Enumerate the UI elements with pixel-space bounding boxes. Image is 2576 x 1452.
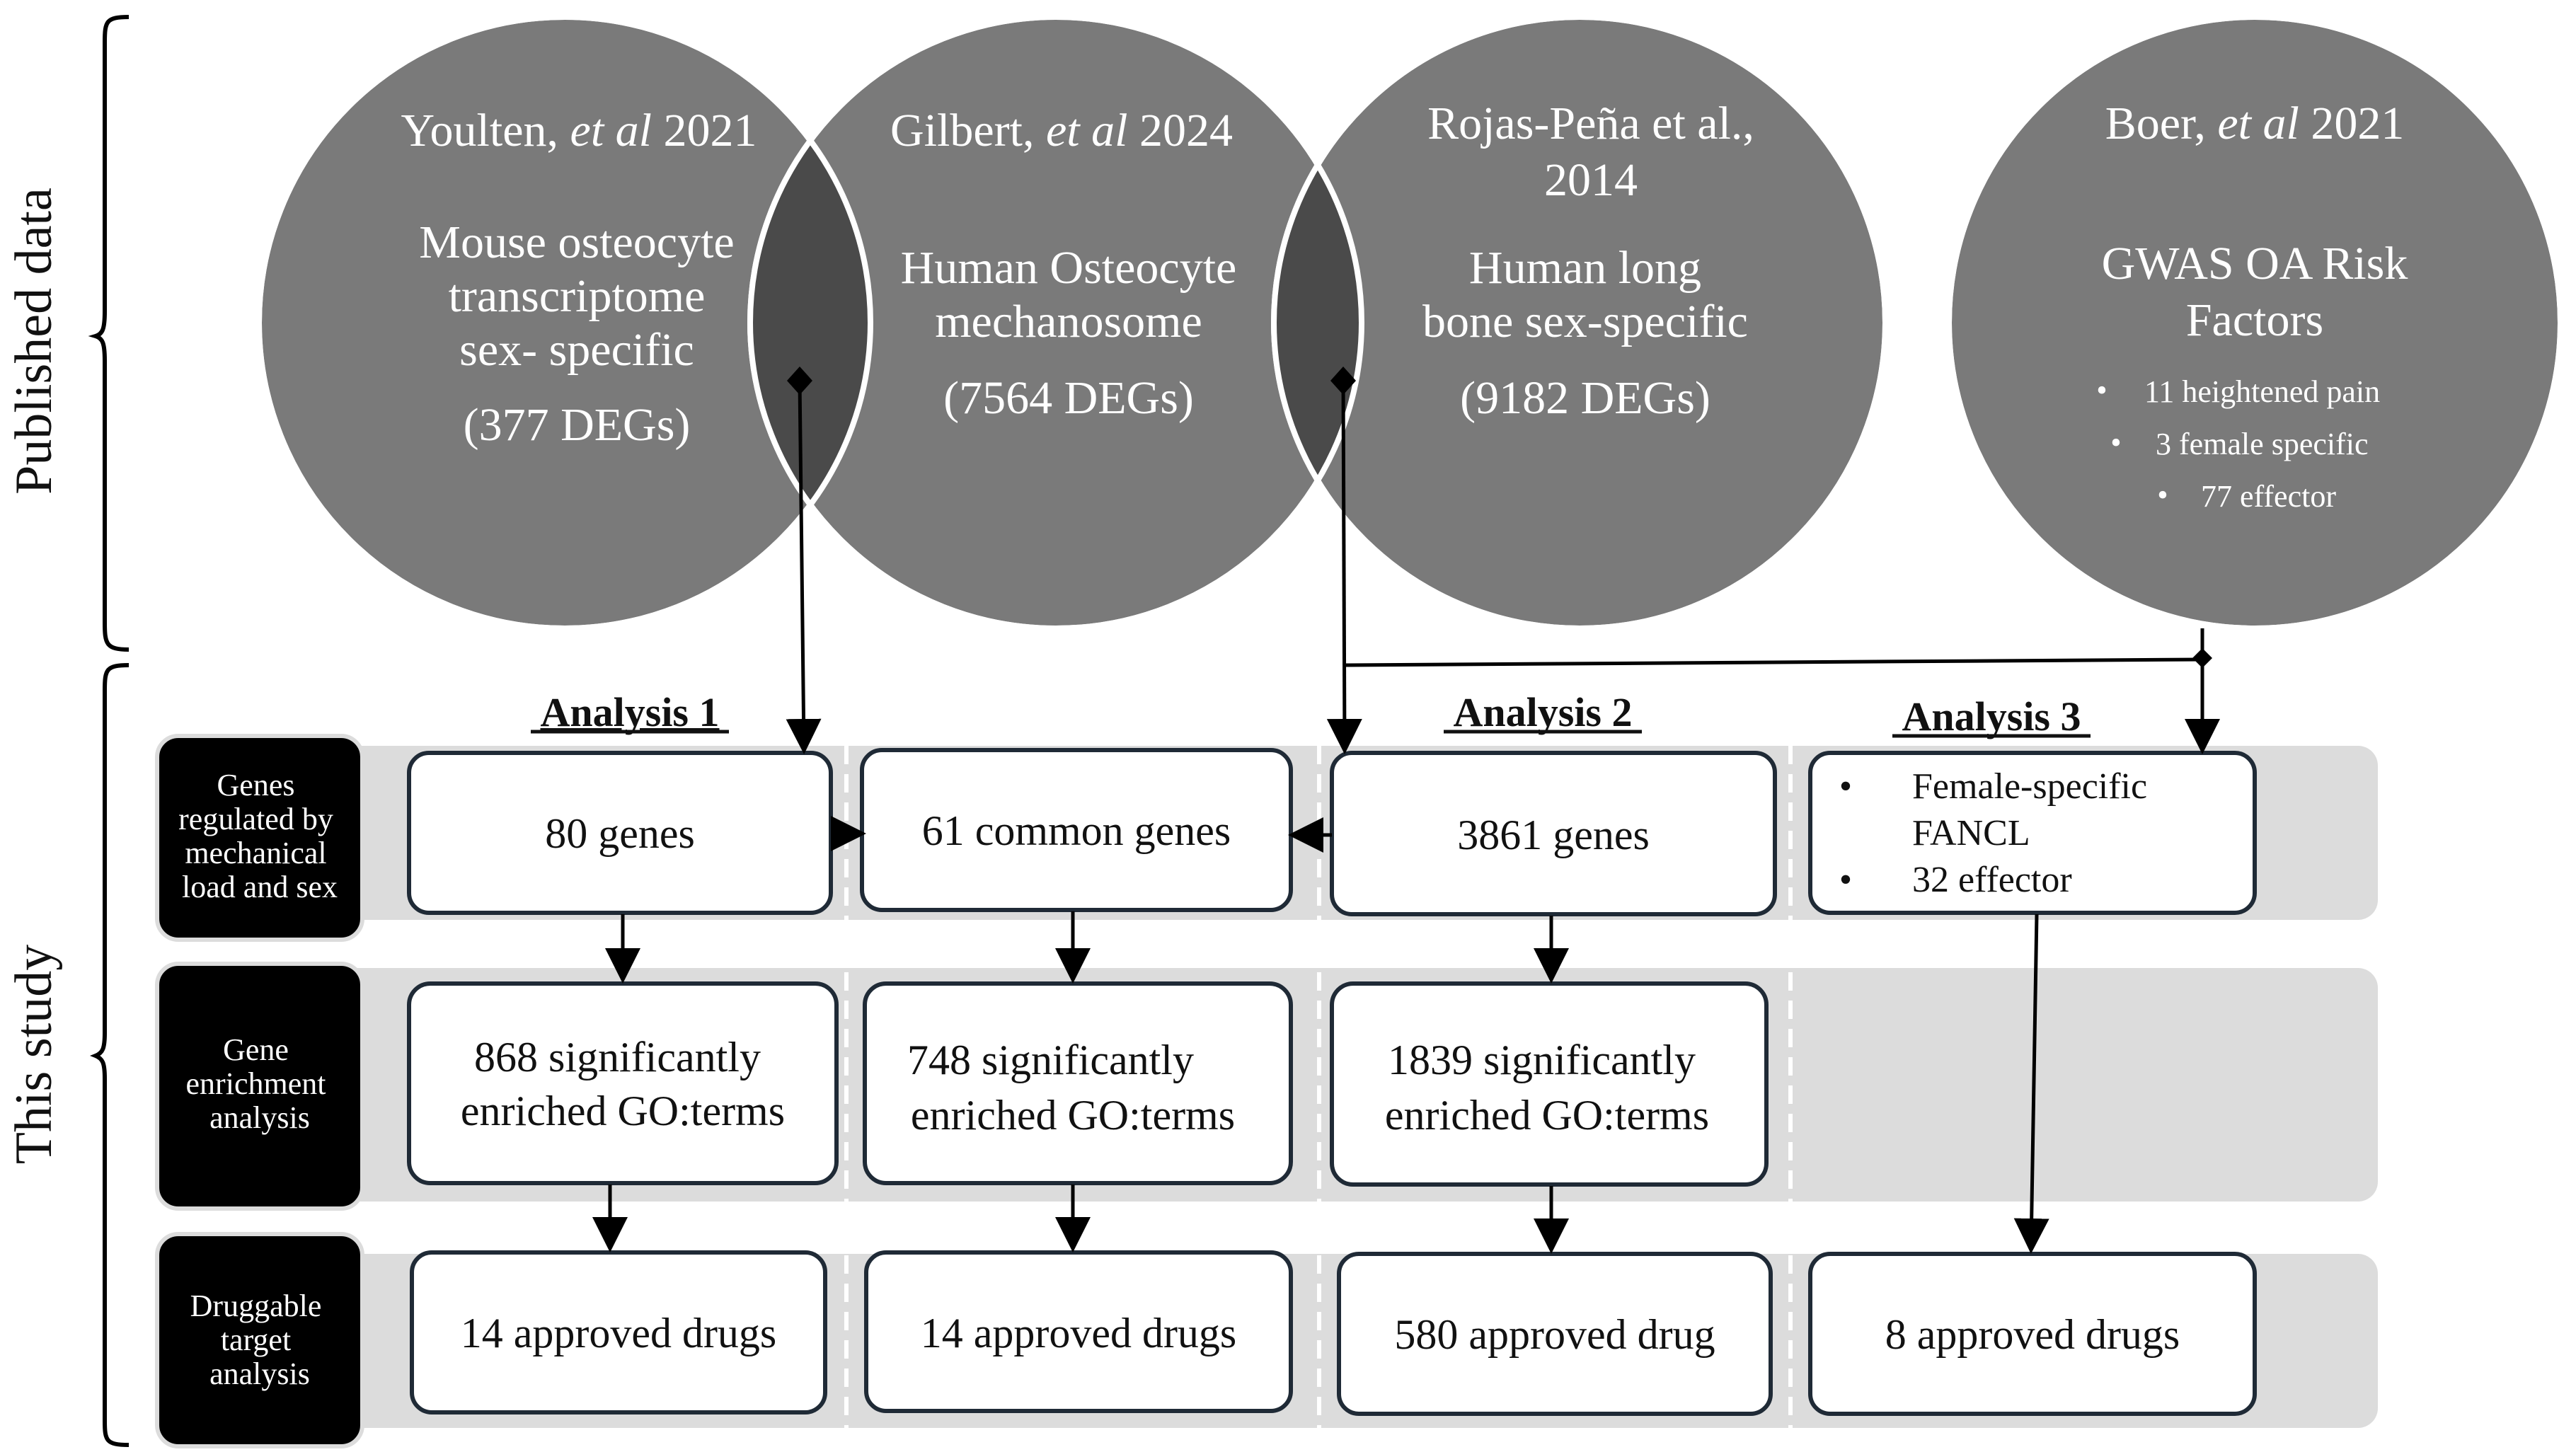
svg-text:80 genes: 80 genes [545, 810, 695, 857]
circle-rojas-text: Rojas-Peña et al., 2014 Human long bone … [1422, 98, 1754, 424]
gilbert-line2: mechanosome [935, 296, 1202, 347]
svg-text:61 common genes: 61 common genes [922, 807, 1231, 854]
venn-circles [256, 14, 2563, 631]
svg-text:32 effector: 32 effector [1912, 860, 2072, 900]
boer-line1: GWAS OA Risk [2102, 238, 2408, 289]
svg-text:580 approved drug: 580 approved drug [1394, 1311, 1715, 1358]
boer-bullet-2: 3 female specific [2156, 427, 2369, 461]
svg-text:•: • [1839, 860, 1852, 900]
boer-bullet-1: 11 heightened pain [2144, 374, 2380, 409]
svg-text:868 significantly enrich: 868 significantly enriched GO:terms [461, 1034, 785, 1134]
boer-line2: Factors [2186, 294, 2323, 346]
youlten-count: (377 DEGs) [464, 399, 691, 451]
published-label: Published data [5, 188, 63, 495]
svg-text:Genes regulated by: Genes regulated by mechanical load and s… [178, 768, 341, 904]
analysis-2-header: Analysis 2 [1453, 689, 1632, 735]
this-study-label: This study [5, 945, 63, 1164]
box-common-go: 748 significantly enriched GO:terms [863, 981, 1293, 1185]
svg-text:748 significantly enrich: 748 significantly enriched GO:terms [907, 1037, 1235, 1139]
box-a2-go: 1839 significantly enriched GO:terms [1330, 981, 1769, 1187]
gilbert-line1: Human Osteocyte [901, 242, 1237, 294]
rojas-count: (9182 DEGs) [1460, 372, 1710, 424]
svg-text:8 approved drugs: 8 approved drugs [1885, 1311, 2180, 1358]
rojas-line2: bone sex-specific [1422, 296, 1748, 347]
box-a3-drugs: 8 approved drugs [1808, 1252, 2257, 1416]
box-a2-genes: 3861 genes [1330, 751, 1777, 916]
svg-text:Female-specific: Female-specific [1912, 766, 2147, 807]
row-label-2: Gene enrichment analysis [155, 962, 364, 1211]
this-study-bracket [89, 663, 130, 1447]
rojas-line1: Human long [1469, 242, 1701, 294]
rojas-title-1: Rojas-Peña et al., [1427, 98, 1754, 149]
analysis-1-header: Analysis 1 [540, 689, 719, 735]
svg-text:FANCL: FANCL [1912, 813, 2030, 853]
boer-bullet-3: 77 effector [2201, 479, 2336, 514]
connectors [592, 367, 2220, 1254]
circle-youlten-text: Youlten, et al 2021 Mouse osteocyte tran… [401, 105, 757, 451]
box-a1-genes: 80 genes [407, 751, 833, 915]
box-common-genes: 61 common genes [860, 748, 1293, 912]
gilbert-title: Gilbert, et al 2024 [890, 105, 1233, 156]
boer-bullet-dot-1: • [2096, 373, 2107, 408]
svg-text:•: • [1839, 766, 1852, 807]
connector-overlap1 [786, 380, 822, 754]
gilbert-count: (7564 DEGs) [943, 372, 1194, 424]
connector-overlap2 [1326, 380, 1362, 754]
boer-bullet-dot-3: • [2157, 478, 2168, 512]
row-label-1: Genes regulated by mechanical load and s… [155, 734, 364, 942]
box-common-drugs: 14 approved drugs [864, 1250, 1293, 1413]
analysis-3-header: Analysis 3 [1902, 693, 2081, 739]
svg-text:3861 genes: 3861 genes [1457, 812, 1650, 858]
published-bracket [88, 15, 130, 652]
youlten-title: Youlten, et al 2021 [401, 105, 757, 156]
boer-bullet-dot-2: • [2110, 425, 2121, 460]
svg-text:Druggable target a: Druggable target analysis [190, 1289, 330, 1391]
svg-text:14 approved drugs: 14 approved drugs [921, 1310, 1237, 1356]
youlten-line3: sex- specific [459, 324, 694, 376]
youlten-line1: Mouse osteocyte [419, 217, 734, 268]
svg-text:14 approved drugs: 14 approved drugs [461, 1310, 777, 1356]
rojas-title-2: 2014 [1544, 154, 1638, 206]
box-a3-genes: • Female-specific FANCL • 32 effector [1808, 751, 2257, 915]
circle-boer-text: Boer, et al 2021 GWAS OA Risk Factors • … [2096, 98, 2408, 514]
row-label-3: Druggable target analysis [155, 1232, 364, 1448]
circle-gilbert-text: Gilbert, et al 2024 Human Osteocyte mech… [890, 105, 1236, 424]
box-a1-go: 868 significantly enriched GO:terms [407, 981, 839, 1185]
svg-text:Gene enrichment an: Gene enrichment analysis [186, 1032, 334, 1135]
box-a1-drugs: 14 approved drugs [410, 1250, 827, 1414]
analysis-headers: Analysis 1 Analysis 2 Analysis 3 [531, 689, 2091, 739]
connector-branch [1344, 657, 2203, 667]
boer-title: Boer, et al 2021 [2105, 98, 2405, 149]
youlten-line2: transcriptome [449, 270, 706, 322]
svg-text:1839 significantly enric: 1839 significantly enriched GO:terms [1385, 1037, 1709, 1139]
box-a2-drugs: 580 approved drug [1337, 1252, 1773, 1416]
